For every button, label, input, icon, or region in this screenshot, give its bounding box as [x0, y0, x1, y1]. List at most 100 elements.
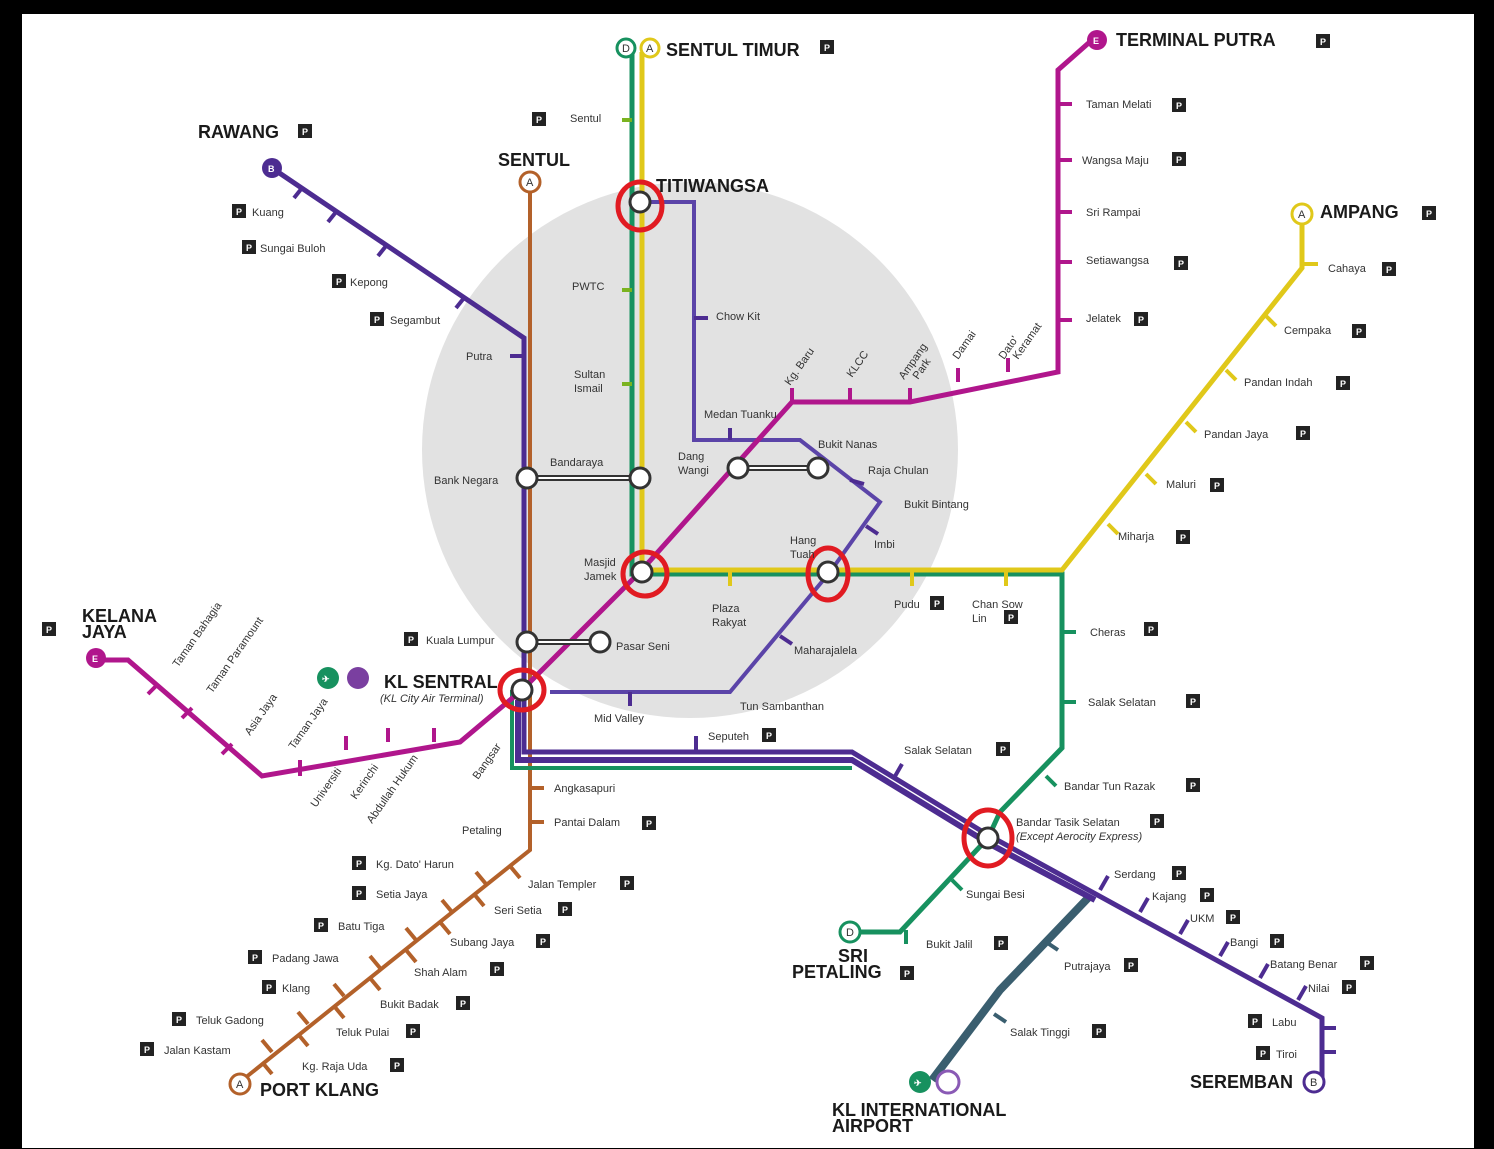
ktm-double-track: [515, 700, 1097, 903]
svg-text:P: P: [1230, 913, 1236, 923]
station-universiti: Universiti: [309, 766, 345, 810]
station-medan-tuanku: Medan Tuanku: [704, 409, 777, 421]
terminal-titiwangsa: TITIWANGSA: [656, 176, 769, 196]
svg-text:P: P: [1190, 781, 1196, 791]
svg-text:P: P: [1356, 327, 1362, 337]
station-bank-negara: Bank Negara: [434, 475, 499, 487]
sri-petaling-line-2: [510, 690, 852, 770]
svg-text:P: P: [1364, 959, 1370, 969]
svg-text:P: P: [1128, 961, 1134, 971]
station-pudu: Pudu: [894, 599, 920, 611]
terminal-port-klang: PORT KLANG: [260, 1080, 379, 1100]
station-salak-selatan-ktm: Salak Selatan: [904, 745, 972, 757]
ktm-rawang-seremban-line: [270, 165, 1325, 1080]
station-salak-tinggi: Salak Tinggi: [1010, 1027, 1070, 1039]
svg-text:P: P: [1190, 697, 1196, 707]
station-kajang: Kajang: [1152, 891, 1186, 903]
svg-text:P: P: [1426, 209, 1432, 219]
station-jalan-templer: Jalan Templer: [528, 879, 597, 891]
badge-sri-petaling-top: D: [622, 43, 630, 55]
sri-petaling-line: [629, 52, 1065, 935]
station-kg-raja-uda: Kg. Raja Uda: [302, 1061, 368, 1073]
badge-ampang-top: A: [646, 43, 654, 55]
station-taman-paramount: Taman Paramount: [205, 615, 266, 696]
station-padang-jawa: Padang Jawa: [272, 953, 340, 965]
station-kg-dato-harun: Kg. Dato' Harun: [376, 859, 454, 871]
station-dang-wangi-1: Dang: [678, 451, 704, 463]
station-dang-wangi-2: Wangi: [678, 465, 709, 477]
station-maluri: Maluri: [1166, 479, 1196, 491]
station-sungai-besi: Sungai Besi: [966, 889, 1025, 901]
station-chan-sow-lin-1: Chan Sow: [972, 599, 1023, 611]
svg-text:P: P: [1340, 379, 1346, 389]
station-kuala-lumpur: Kuala Lumpur: [426, 635, 495, 647]
station-plaza-rakyat-1: Plaza: [712, 603, 740, 615]
station-bts-note: (Except Aerocity Express): [1016, 831, 1142, 843]
station-masjid-jamek-1: Masjid: [584, 557, 616, 569]
svg-text:P: P: [1300, 429, 1306, 439]
station-ticks: [146, 102, 1336, 1076]
station-sungai-buloh: Sungai Buloh: [260, 243, 325, 255]
terminal-kelana-jaya-1: KELANA: [82, 606, 157, 626]
station-seputeh: Seputeh: [708, 731, 749, 743]
terminal-rawang: RAWANG: [198, 122, 279, 142]
svg-text:P: P: [1008, 613, 1014, 623]
badge-port-klang: A: [236, 1079, 244, 1091]
badge-kelana-jaya: E: [92, 654, 98, 664]
station-damai: Damai: [951, 329, 979, 362]
station-pandan-jaya: Pandan Jaya: [1204, 429, 1269, 441]
svg-text:P: P: [1148, 625, 1154, 635]
station-bukit-jalil: Bukit Jalil: [926, 939, 972, 951]
hub-ring-bandar-tasik-selatan: [961, 807, 1015, 869]
terminal-sri-petaling-1: SRI: [838, 946, 868, 966]
station-jalan-kastam: Jalan Kastam: [164, 1045, 231, 1057]
svg-text:P: P: [934, 599, 940, 609]
station-putra: Putra: [466, 351, 493, 363]
svg-text:P: P: [1346, 983, 1352, 993]
svg-text:P: P: [1154, 817, 1160, 827]
station-pasar-seni: Pasar Seni: [616, 641, 670, 653]
station-mid-valley: Mid Valley: [594, 713, 644, 725]
station-taman-jaya: Taman Jaya: [287, 696, 331, 752]
station-bandar-tasik-selatan: Bandar Tasik Selatan: [1016, 817, 1120, 829]
terminal-kelana-jaya-2: JAYA: [82, 622, 127, 642]
station-bandaraya: Bandaraya: [550, 457, 604, 469]
station-hang-tuah-1: Hang: [790, 535, 816, 547]
svg-text:P: P: [562, 905, 568, 915]
erl-line: [928, 895, 1091, 1083]
station-hang-tuah-2: Tuah: [790, 549, 815, 561]
svg-text:P: P: [624, 879, 630, 889]
station-jelatek: Jelatek: [1086, 313, 1121, 325]
badge-seremban: B: [1310, 1077, 1317, 1089]
svg-text:P: P: [336, 277, 342, 287]
svg-text:P: P: [408, 635, 414, 645]
station-imbi: Imbi: [874, 539, 895, 551]
badge-kelana-top: E: [1093, 36, 1099, 46]
svg-text:P: P: [356, 859, 362, 869]
svg-text:P: P: [1260, 1049, 1266, 1059]
map-canvas: D A E B A A E D A B ✈ ✈ SENTUL TIMUR TER…: [42, 30, 1436, 1136]
badge-rawang: B: [268, 164, 275, 174]
station-sultan-ismail-2: Ismail: [574, 383, 603, 395]
badge-sentul: A: [526, 177, 534, 189]
station-taman-melati: Taman Melati: [1086, 99, 1151, 111]
terminal-terminal-putra: TERMINAL PUTRA: [1116, 30, 1276, 50]
svg-text:P: P: [1000, 745, 1006, 755]
station-nilai: Nilai: [1308, 983, 1329, 995]
station-sultan-ismail-1: Sultan: [574, 369, 605, 381]
station-kuang: Kuang: [252, 207, 284, 219]
svg-text:P: P: [824, 43, 830, 53]
station-tiroi: Tiroi: [1276, 1049, 1297, 1061]
svg-text:P: P: [252, 953, 258, 963]
terminal-sri-petaling-2: PETALING: [792, 962, 882, 982]
station-cheras: Cheras: [1090, 627, 1126, 639]
station-masjid-jamek-2: Jamek: [584, 571, 617, 583]
station-sentul: Sentul: [570, 113, 601, 125]
kl-sentral-subtitle: (KL City Air Terminal): [380, 693, 484, 705]
svg-text:P: P: [1252, 1017, 1258, 1027]
station-bukit-nanas: Bukit Nanas: [818, 439, 878, 451]
station-sri-rampai: Sri Rampai: [1086, 207, 1140, 219]
station-chan-sow-lin-2: Lin: [972, 613, 987, 625]
svg-text:P: P: [1178, 259, 1184, 269]
station-bangsar: Bangsar: [471, 741, 505, 782]
